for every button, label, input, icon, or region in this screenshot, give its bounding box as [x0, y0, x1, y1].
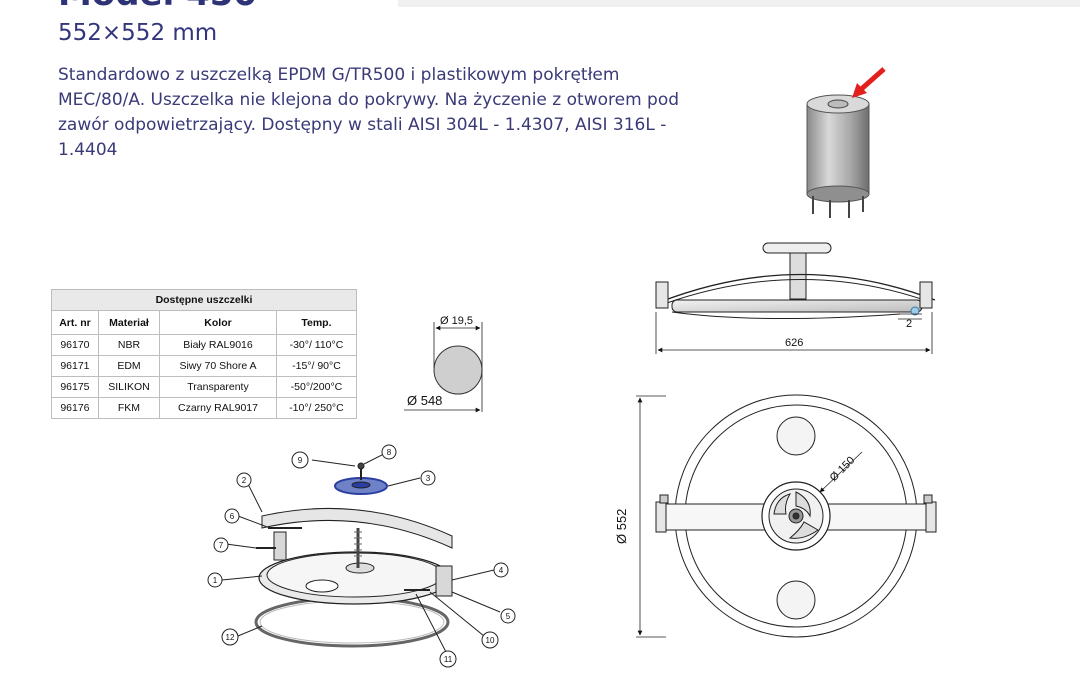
- table-cell: -50°/200°C: [275, 376, 358, 398]
- table-cell: -15°/ 90°C: [275, 355, 358, 377]
- side-view-width-dim: 626: [785, 337, 803, 349]
- table-cell: 96176: [51, 397, 99, 419]
- description-line: Standardowo z uszczelką EPDM G/TR500 i p…: [58, 65, 620, 85]
- exploded-callouts: 1 2 3 4 5 6 7 8 9 10 11 12: [207, 444, 516, 668]
- callout-12: 12: [221, 628, 239, 646]
- gasket-large-dim: Ø 548: [407, 393, 442, 408]
- svg-text:4: 4: [499, 566, 504, 575]
- description: Standardowo z uszczelką EPDM G/TR500 i p…: [58, 63, 718, 163]
- table-cell: Czarny RAL9017: [159, 397, 277, 419]
- callout-4: 4: [493, 562, 509, 578]
- svg-text:9: 9: [298, 456, 303, 465]
- callout-3: 3: [420, 470, 436, 486]
- table-row: 96175 SILIKON Transparenty -50°/200°C: [51, 376, 358, 398]
- svg-text:11: 11: [444, 655, 453, 664]
- callout-1: 1: [207, 572, 223, 588]
- table-cell: 96170: [51, 334, 99, 356]
- table-cell: -30°/ 110°C: [275, 334, 358, 356]
- svg-text:1: 1: [213, 576, 218, 585]
- column-header: Temp.: [275, 310, 358, 335]
- description-line: zawór odpowietrzający. Dostępny w stali …: [58, 115, 667, 135]
- seals-table-caption: Dostępne uszczelki: [51, 289, 357, 311]
- table-cell: Transparenty: [159, 376, 277, 398]
- red-arrow-icon: [852, 67, 886, 98]
- svg-text:6: 6: [230, 512, 235, 521]
- table-cell: -10°/ 250°C: [275, 397, 358, 419]
- svg-text:2: 2: [242, 476, 247, 485]
- svg-text:7: 7: [219, 541, 224, 550]
- callout-2: 2: [236, 472, 252, 488]
- column-header: Art. nr: [51, 310, 99, 335]
- svg-text:12: 12: [226, 633, 235, 642]
- top-view-diameter-dim: Ø 552: [614, 509, 629, 544]
- tank-illustration: [806, 94, 870, 218]
- callout-6: 6: [224, 508, 240, 524]
- svg-text:8: 8: [387, 448, 392, 457]
- gasket-section-drawing: [404, 322, 483, 413]
- top-bar: [398, 0, 1080, 7]
- side-view-drawing: [655, 242, 936, 354]
- table-cell: FKM: [97, 397, 161, 419]
- column-header: Materiał: [97, 310, 161, 335]
- model-title: Model 450: [58, 0, 257, 14]
- description-line: 1.4404: [58, 140, 118, 160]
- seals-table: Dostępne uszczelki Art. nr Materiał Kolo…: [51, 289, 358, 419]
- dimensions-heading: 552×552 mm: [58, 20, 218, 46]
- side-view-small-dim: 2: [906, 318, 912, 330]
- table-row: 96176 FKM Czarny RAL9017 -10°/ 250°C: [51, 397, 358, 419]
- table-row: 96170 NBR Biały RAL9016 -30°/ 110°C: [51, 334, 358, 356]
- exploded-view-drawing: [221, 454, 501, 653]
- callout-10: 10: [481, 631, 499, 649]
- callout-7: 7: [213, 537, 229, 553]
- svg-text:3: 3: [426, 474, 431, 483]
- top-view-center-dim: Ø 150: [828, 454, 858, 484]
- gasket-small-dim: Ø 19,5: [440, 315, 473, 327]
- callout-11: 11: [439, 650, 457, 668]
- table-cell: Siwy 70 Shore A: [159, 355, 277, 377]
- table-row: 96171 EDM Siwy 70 Shore A -15°/ 90°C: [51, 355, 358, 377]
- callout-9: 9: [291, 451, 309, 469]
- callout-5: 5: [500, 608, 516, 624]
- table-cell: 96175: [51, 376, 99, 398]
- svg-text:10: 10: [486, 636, 495, 645]
- callout-8: 8: [381, 444, 397, 460]
- description-line: MEC/80/A. Uszczelka nie klejona do pokry…: [58, 90, 680, 110]
- top-view-drawing: [636, 394, 937, 638]
- svg-text:5: 5: [506, 612, 511, 621]
